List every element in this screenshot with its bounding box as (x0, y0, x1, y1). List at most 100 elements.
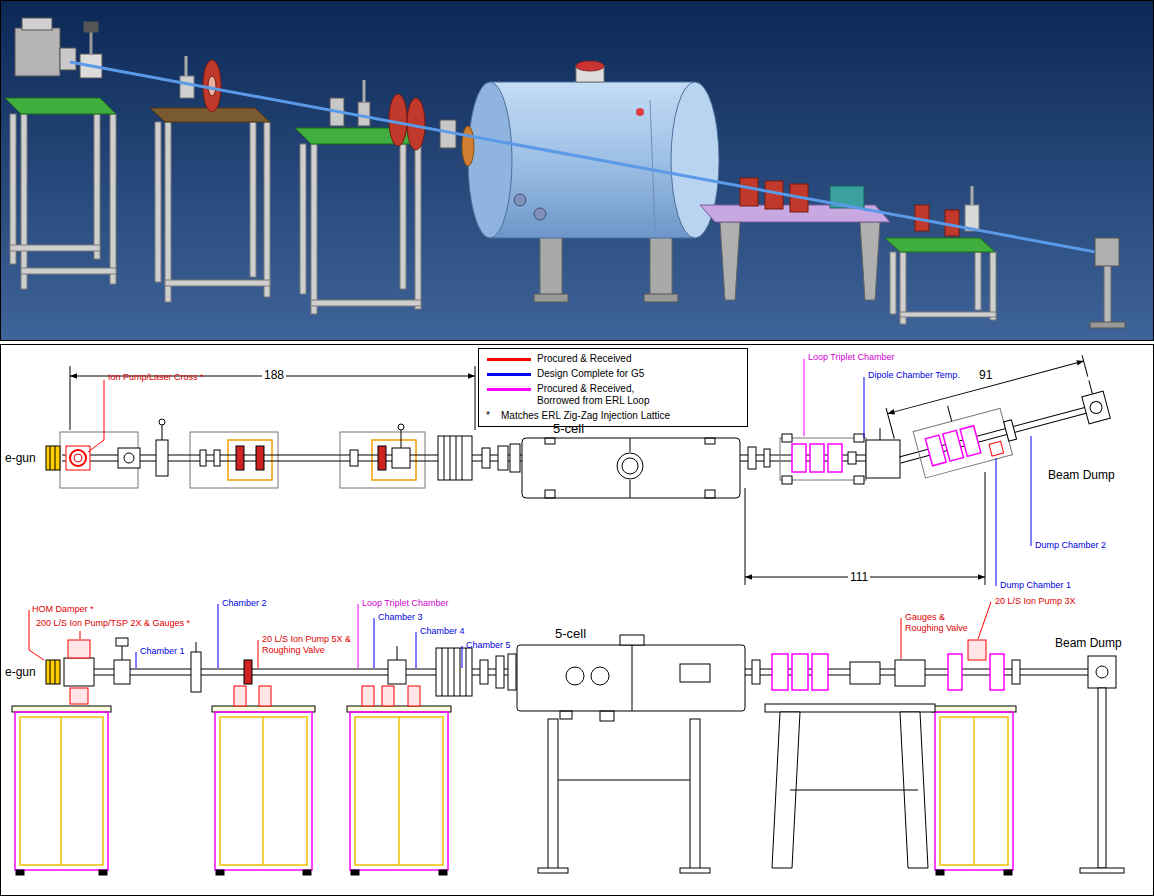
support-stand (212, 706, 315, 712)
plan-view (748, 447, 756, 469)
triplet-support (895, 660, 925, 686)
elevation-view (948, 654, 962, 690)
cryomodule-outline (548, 719, 558, 869)
elevation-view (50, 660, 51, 684)
support-stand (16, 870, 24, 875)
plan-view (510, 444, 520, 472)
support-stand (220, 717, 307, 865)
support-stand (1004, 870, 1012, 875)
cryomodule-outline (620, 635, 644, 645)
electron-gun (60, 48, 76, 70)
triplet-support (812, 654, 828, 690)
elevation-view (448, 648, 449, 696)
legend-text: Procured & Received, Borrowed from ERL L… (537, 383, 677, 407)
gun-stand (5, 98, 116, 289)
plan-view (792, 444, 806, 472)
plan-view (340, 432, 425, 488)
legend-entry: Matches ERL Zig-Zag Injection Lattice (479, 410, 747, 422)
plan-view (350, 450, 358, 466)
stand-components (363, 80, 366, 102)
gun-stand (5, 98, 116, 114)
beam-dump-outline (1098, 688, 1106, 868)
support-stand (20, 717, 103, 865)
electron-gun (15, 18, 102, 78)
plan-view (617, 453, 643, 479)
plan-view (848, 452, 856, 464)
leader-line (374, 618, 375, 668)
elevation-view (382, 686, 394, 706)
plan-view (943, 430, 964, 461)
support-stand (935, 712, 1013, 870)
plan-view (705, 438, 715, 444)
cryomodule-outline (680, 664, 710, 682)
legend-text: Procured & Received (537, 353, 632, 365)
leader-line (1031, 436, 1032, 546)
leader-line (358, 604, 359, 668)
dimension-line (745, 488, 746, 585)
part-callout: 20 L/S Ion Pump 5X & Roughing Valve (262, 634, 354, 656)
plan-view (66, 446, 90, 470)
gun-stand (21, 268, 116, 274)
elevation-view (990, 654, 1004, 690)
plan-view (1089, 380, 1093, 394)
buncher-stand (311, 144, 317, 314)
dimension-value: 111 (848, 570, 870, 584)
plan-view (960, 426, 981, 457)
plan-view (46, 446, 60, 470)
plan-view (522, 438, 740, 498)
plan-view (214, 450, 220, 466)
elevation-view (191, 652, 201, 692)
elevation-view (442, 648, 443, 696)
cryomodule (636, 108, 644, 116)
support-stand (15, 712, 108, 870)
elevation-view (12, 635, 1124, 875)
triplet-support (765, 654, 935, 868)
plan-view (782, 476, 792, 484)
elevation-view (460, 648, 461, 696)
solenoid (185, 56, 188, 76)
cryomodule (534, 208, 546, 220)
plan-view (545, 438, 555, 444)
beam-dump (1104, 266, 1111, 324)
solenoid-stand (150, 108, 270, 302)
plan-view (462, 436, 463, 480)
dump-stand (975, 252, 981, 310)
triplet-support (790, 790, 918, 791)
plan-view (989, 441, 1004, 456)
part-callout: Loop Triplet Chamber (362, 598, 449, 609)
leader-line (864, 377, 865, 438)
solenoid-stand (165, 280, 270, 286)
dump-stand (990, 252, 996, 320)
cryomodule-outline (517, 645, 745, 711)
support-stand (215, 712, 312, 870)
legend-swatch (487, 358, 531, 361)
plan-view (828, 444, 842, 472)
elevation-view (397, 646, 398, 660)
part-callout: 20 L/S Ion Pump 3X (995, 596, 1076, 607)
plan-view (948, 406, 952, 421)
stand-components (389, 94, 407, 146)
plan-view (1004, 420, 1017, 441)
support-stand (973, 717, 975, 865)
legend-text: Design Complete for G5 (537, 368, 644, 380)
buncher-stand (300, 144, 306, 294)
elevation-view (436, 648, 472, 696)
elevation-view (116, 638, 128, 646)
plan-view (888, 361, 1084, 414)
cryomodule (650, 232, 672, 296)
support-stand (262, 717, 264, 865)
triplet-stand (720, 222, 740, 300)
solenoid-stand (264, 122, 270, 297)
dump-stand (900, 312, 996, 317)
leader-line (258, 640, 259, 668)
leader-line (978, 602, 991, 639)
component-label: e-gun (5, 451, 36, 465)
elevation-view (46, 660, 60, 684)
cryomodule (462, 61, 719, 302)
dump-stand (885, 186, 996, 324)
dump-stand (890, 252, 896, 314)
support-stand (60, 717, 62, 865)
component-label: e-gun (5, 665, 36, 679)
legend-swatch (487, 388, 531, 391)
